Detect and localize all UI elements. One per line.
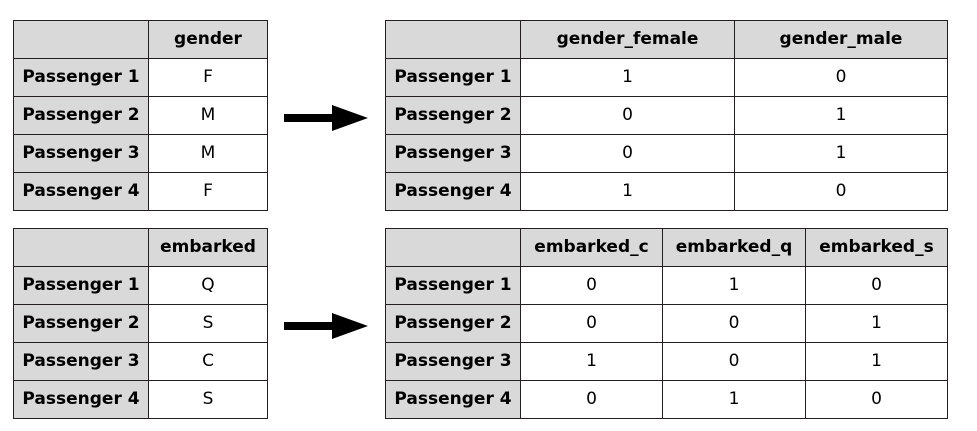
table-row: Passenger 4 F [13, 172, 268, 211]
embarked-q-cell: 0 [662, 304, 806, 343]
table-header-row: embarked_c embarked_q embarked_s [385, 228, 948, 267]
gender-female-cell: 0 [520, 96, 735, 135]
embarked-column-header: embarked [148, 228, 268, 267]
header-corner-cell [13, 228, 149, 267]
header-corner-cell [13, 20, 149, 59]
embarked-c-header: embarked_c [520, 228, 663, 267]
embarked-encoded-table: embarked_c embarked_q embarked_s Passeng… [385, 228, 948, 419]
gender-female-header: gender_female [520, 20, 735, 59]
arrow-shape [284, 313, 368, 339]
row-label: Passenger 3 [13, 134, 149, 173]
embarked-s-cell: 0 [805, 266, 948, 305]
gender-male-header: gender_male [734, 20, 948, 59]
row-label: Passenger 3 [385, 134, 521, 173]
right-arrow-icon [284, 313, 368, 339]
embarked-c-cell: 0 [520, 266, 663, 305]
table-row: Passenger 2 0 1 [385, 96, 948, 135]
row-label: Passenger 2 [13, 304, 149, 343]
header-corner-cell [385, 228, 521, 267]
table-row: Passenger 1 1 0 [385, 58, 948, 97]
table-row: Passenger 3 0 1 [385, 134, 948, 173]
embarked-c-cell: 0 [520, 304, 663, 343]
embarked-cell: S [148, 304, 268, 343]
embarked-cell: S [148, 380, 268, 419]
embarked-cell: Q [148, 266, 268, 305]
embarked-cell: C [148, 342, 268, 381]
header-corner-cell [385, 20, 521, 59]
right-arrow-icon [284, 105, 368, 131]
table-header-row: embarked [13, 228, 268, 267]
gender-cell: F [148, 58, 268, 97]
table-row: Passenger 4 0 1 0 [385, 380, 948, 419]
gender-cell: M [148, 134, 268, 173]
row-label: Passenger 1 [13, 266, 149, 305]
embarked-s-cell: 1 [805, 342, 948, 381]
table-header-row: gender_female gender_male [385, 20, 948, 59]
embarked-q-cell: 1 [662, 266, 806, 305]
table-row: Passenger 4 1 0 [385, 172, 948, 211]
gender-table: gender Passenger 1 F Passenger 2 M Passe… [13, 20, 268, 211]
table-row: Passenger 4 S [13, 380, 268, 419]
table-row: Passenger 3 C [13, 342, 268, 381]
embarked-c-cell: 1 [520, 342, 663, 381]
row-label: Passenger 1 [385, 266, 521, 305]
row-label: Passenger 1 [13, 58, 149, 97]
table-header-row: gender [13, 20, 268, 59]
embarked-c-cell: 0 [520, 380, 663, 419]
gender-female-cell: 1 [520, 58, 735, 97]
row-label: Passenger 4 [385, 172, 521, 211]
gender-male-cell: 0 [734, 58, 948, 97]
gender-cell: M [148, 96, 268, 135]
embarked-q-cell: 0 [662, 342, 806, 381]
table-row: Passenger 3 M [13, 134, 268, 173]
row-label: Passenger 2 [13, 96, 149, 135]
row-label: Passenger 2 [385, 96, 521, 135]
row-label: Passenger 3 [13, 342, 149, 381]
embarked-s-header: embarked_s [805, 228, 948, 267]
table-row: Passenger 2 S [13, 304, 268, 343]
gender-cell: F [148, 172, 268, 211]
embarked-table: embarked Passenger 1 Q Passenger 2 S Pas… [13, 228, 268, 419]
gender-male-cell: 0 [734, 172, 948, 211]
table-row: Passenger 1 Q [13, 266, 268, 305]
row-label: Passenger 3 [385, 342, 521, 381]
embarked-q-cell: 1 [662, 380, 806, 419]
row-label: Passenger 4 [385, 380, 521, 419]
gender-male-cell: 1 [734, 96, 948, 135]
gender-female-cell: 1 [520, 172, 735, 211]
row-label: Passenger 4 [13, 172, 149, 211]
row-label: Passenger 4 [13, 380, 149, 419]
arrow-shape [284, 105, 368, 131]
embarked-q-header: embarked_q [662, 228, 806, 267]
gender-male-cell: 1 [734, 134, 948, 173]
table-row: Passenger 1 0 1 0 [385, 266, 948, 305]
embarked-s-cell: 1 [805, 304, 948, 343]
row-label: Passenger 1 [385, 58, 521, 97]
table-row: Passenger 3 1 0 1 [385, 342, 948, 381]
gender-column-header: gender [148, 20, 268, 59]
table-row: Passenger 2 M [13, 96, 268, 135]
gender-female-cell: 0 [520, 134, 735, 173]
row-label: Passenger 2 [385, 304, 521, 343]
table-row: Passenger 1 F [13, 58, 268, 97]
table-row: Passenger 2 0 0 1 [385, 304, 948, 343]
gender-encoded-table: gender_female gender_male Passenger 1 1 … [385, 20, 948, 211]
embarked-s-cell: 0 [805, 380, 948, 419]
